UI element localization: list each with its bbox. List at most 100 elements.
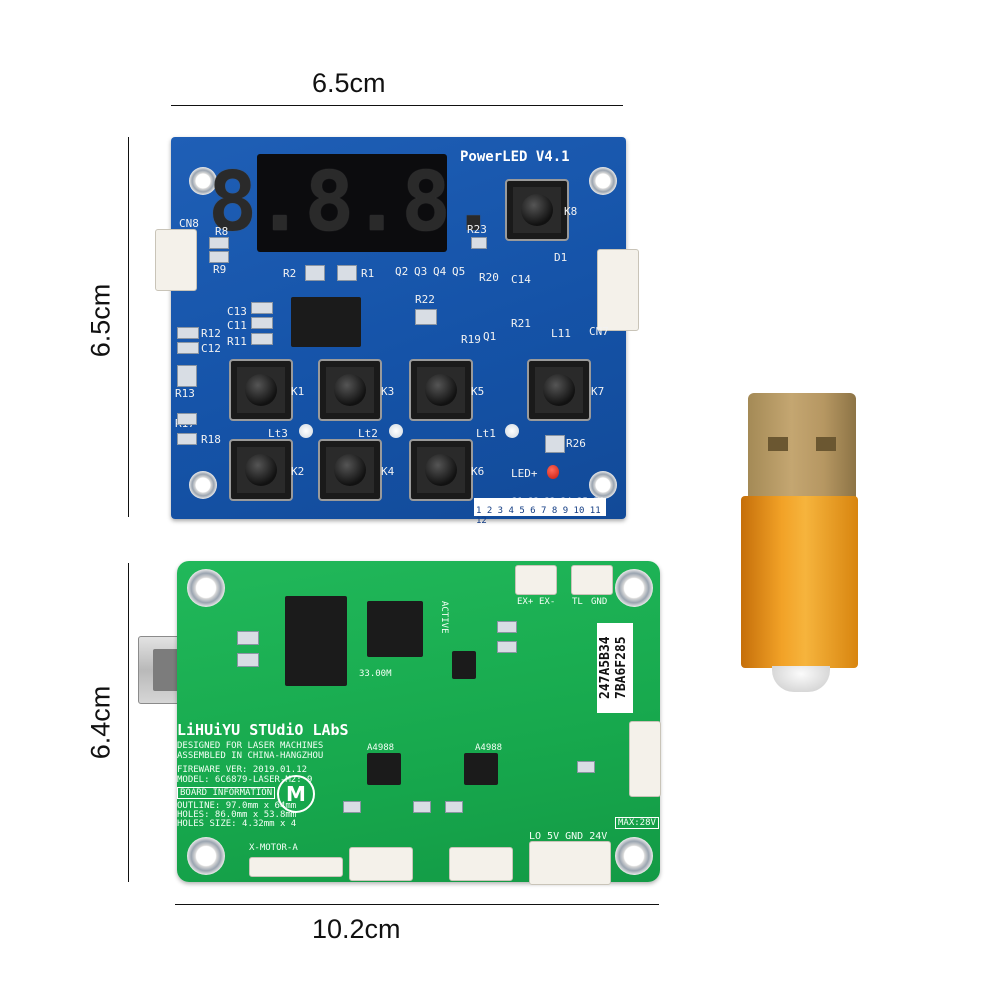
mount-hole-tl [189,167,217,195]
blue-height-label: 6.5cm [85,283,116,358]
serial-sticker: 247A5B34 7BA6F285 [597,623,633,713]
green-hole-bl [187,837,225,875]
smd-r13 [177,365,197,387]
button-k5[interactable] [409,359,473,421]
blue-width-label: 6.5cm [312,68,386,98]
x-motor-label: X-MOTOR-A [249,843,298,853]
smd-r23 [471,237,487,249]
model-line: MODEL: 6C6879-LASER-M2: 9 [177,775,313,785]
label-c13: C13 [227,305,247,318]
m-logo: M [277,775,315,813]
smd-r1 [337,265,357,281]
smd-r22 [415,309,437,325]
button-k7[interactable] [527,359,591,421]
green-ic-left [285,596,347,686]
power-connector [529,841,611,885]
label-r21: R21 [511,317,531,330]
button-k8[interactable] [505,179,569,241]
gnd-label: GND [591,597,608,607]
mount-hole-br [589,471,617,499]
mount-hole-tr [589,167,617,195]
green-height-arrow-line [128,563,129,882]
power-labels: LO 5V GND 24V [529,831,608,842]
label-q1: Q1 [483,330,497,343]
cn8-connector [155,229,197,291]
label-q4: Q4 [433,265,447,278]
led-plus-label: LED+ [511,467,538,480]
cn8-label: CN8 [179,217,199,230]
k3-label: K3 [381,385,395,398]
serial-line-1: 247A5B34 [598,636,613,700]
brand-title: LiHUiYU STUdiO LAbS [177,721,349,739]
ribbon-connector [249,857,343,877]
y-motor-connector [449,847,513,881]
label-r12: R12 [201,327,221,340]
ex-plus-label: EX+ [517,597,534,607]
smd-r2 [305,265,325,281]
serial-line-2: 7BA6F285 [614,636,629,700]
label-q3: Q3 [414,265,428,278]
green-ic-mcu [367,601,423,657]
k6-label: K6 [471,465,485,478]
button-k1[interactable] [229,359,293,421]
cn7-label: CN7 [589,325,609,338]
green-width-label: 10.2cm [312,914,401,944]
small-ic [452,651,476,679]
smd-c13 [251,302,273,314]
k1-label: K1 [291,385,305,398]
seven-segment-display: 8. 8. 8. [208,154,498,252]
driver1-label: A4988 [367,743,395,753]
button-k4[interactable] [318,439,382,501]
label-r20: R20 [479,271,499,284]
ex-connector [515,565,557,595]
usb-dongle-connector [748,393,856,503]
height-arrow-line [128,137,129,517]
label-c14: C14 [511,273,531,286]
motor-driver-2 [464,753,498,785]
g-smd-7 [445,801,463,813]
k5-label: K5 [471,385,485,398]
designed-line: DESIGNED FOR LASER MACHINES [177,741,324,751]
crystal-label: 33.00M [359,669,392,679]
button-k2[interactable] [229,439,293,501]
led-lt2 [389,424,403,438]
holes-size-line: HOLES SIZE: 4.32mm x 4 [177,819,297,829]
label-r18: R18 [201,433,221,446]
board-title: PowerLED V4.1 [460,149,570,165]
pin-numbers-bottom: 1 2 3 4 5 6 7 8 9 10 11 12 [476,506,601,526]
firmware-line: FIREWARE VER: 2019.01.12 [177,765,308,775]
pin-numbers-top: 21 22 23 24 25 26 [512,497,605,507]
green-hole-br [615,837,653,875]
usb-dongle-cap [772,666,830,692]
label-r13: R13 [175,387,195,400]
g-smd-1 [237,631,259,645]
smd-r17 [177,413,197,425]
tl-label: TL [572,597,583,607]
green-hole-tr [615,569,653,607]
button-k3[interactable] [318,359,382,421]
button-k6[interactable] [409,439,473,501]
led-lt1-label: Lt1 [476,427,496,440]
label-r11: R11 [227,335,247,348]
k4-label: K4 [381,465,395,478]
led-lt1 [505,424,519,438]
label-r22: R22 [415,293,435,306]
smd-r26 [545,435,565,453]
g-smd-2 [237,653,259,667]
pin-number-strip: 21 22 23 24 25 26 1 2 3 4 5 6 7 8 9 10 1… [474,497,606,526]
smd-r8 [209,237,229,249]
holes-line: HOLES: 86.0mm x 53.8mm [177,810,297,820]
g-smd-4 [497,641,517,653]
motor-driver-1 [367,753,401,785]
smd-c11 [251,317,273,329]
usb-contact-left [768,437,788,451]
ex-minus-label: EX- [539,597,556,607]
label-d1: D1 [554,251,568,264]
smd-c12 [177,342,199,354]
blue-control-board: PowerLED V4.1 8. 8. 8. CN8 CN7 K8 R8 R9 … [155,137,639,526]
ic-chip [291,297,361,347]
outline-line: OUTLINE: 97.0mm x 64mm [177,801,297,811]
smd-r11 [251,333,273,345]
red-led [547,465,559,479]
limit-connector [629,721,661,797]
